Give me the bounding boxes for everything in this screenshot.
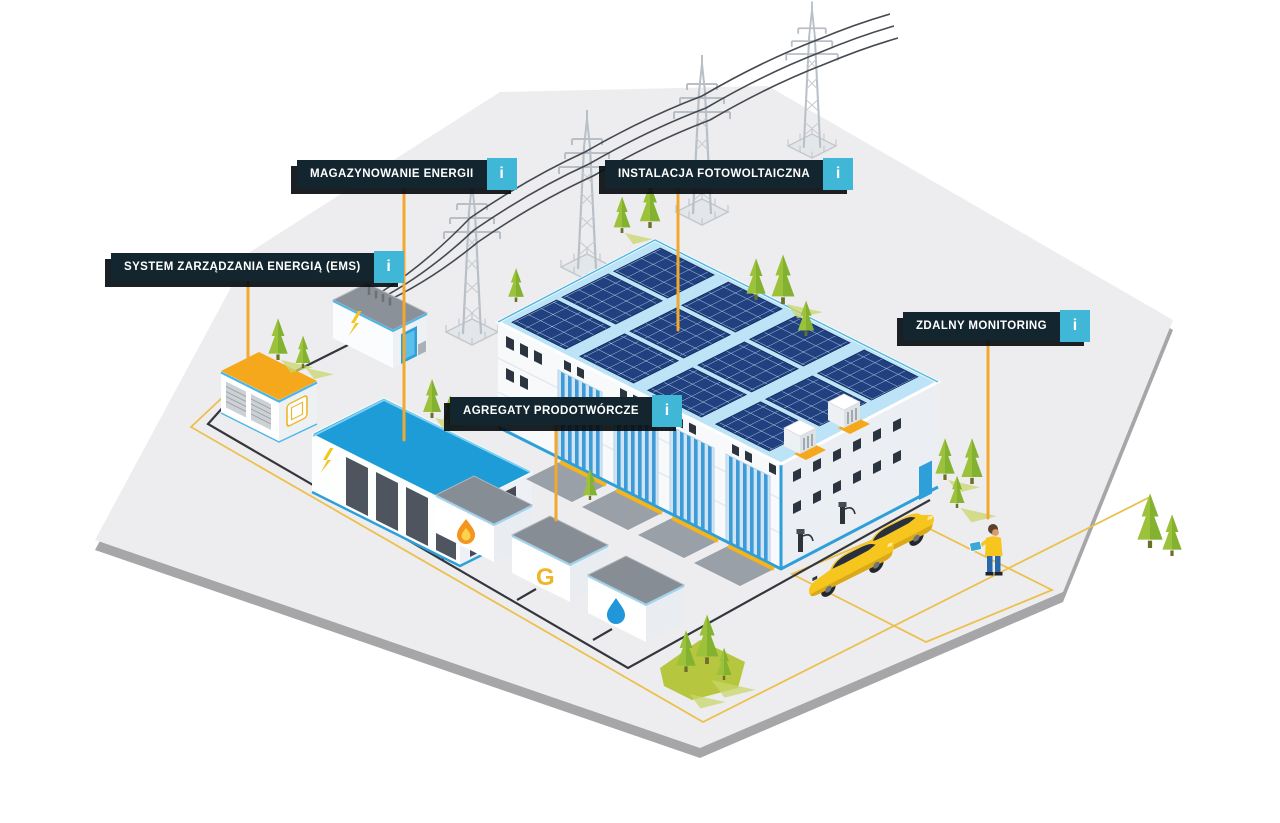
solar-array-group — [511, 247, 919, 452]
info-icon[interactable]: i — [373, 251, 404, 283]
info-icon[interactable]: i — [652, 395, 683, 427]
info-icon[interactable]: i — [823, 158, 854, 190]
trees — [268, 183, 1182, 709]
callout-generators: AGREGATY PRODOTWÓRCZE i — [450, 395, 683, 427]
worker-person — [968, 524, 1003, 576]
power-cables — [367, 13, 899, 307]
charging-post-1 — [796, 529, 814, 552]
side-wall — [781, 385, 938, 569]
ev-parking — [796, 502, 934, 606]
callout-text: MAGAZYNOWANIE ENERGII — [297, 160, 487, 188]
generator-letter: G — [536, 564, 555, 591]
callout-ems: SYSTEM ZARZĄDZANIA ENERGIĄ (EMS) i — [111, 251, 404, 283]
info-icon[interactable]: i — [1059, 310, 1090, 342]
callout-text: ZDALNY MONITORING — [903, 312, 1060, 340]
info-icon[interactable]: i — [486, 158, 517, 190]
side-door — [919, 460, 932, 501]
callout-text: SYSTEM ZARZĄDZANIA ENERGIĄ (EMS) — [111, 253, 374, 281]
generator-units: G — [435, 475, 685, 643]
ems-building — [220, 352, 318, 443]
callout-energy-storage: MAGAZYNOWANIE ENERGII i — [297, 158, 517, 190]
callout-text: INSTALACJA FOTOWOLTAICZNA — [605, 160, 824, 188]
water-drop-icon — [607, 598, 625, 624]
leader-lines — [246, 188, 990, 522]
callout-remote-monitoring: ZDALNY MONITORING i — [903, 310, 1090, 342]
callout-text: AGREGATY PRODOTWÓRCZE — [450, 397, 653, 425]
tablet — [968, 540, 983, 553]
charging-post-2 — [838, 502, 856, 524]
callout-pv-installation: INSTALACJA FOTOWOLTAICZNA i — [605, 158, 854, 190]
insulators — [367, 287, 392, 306]
